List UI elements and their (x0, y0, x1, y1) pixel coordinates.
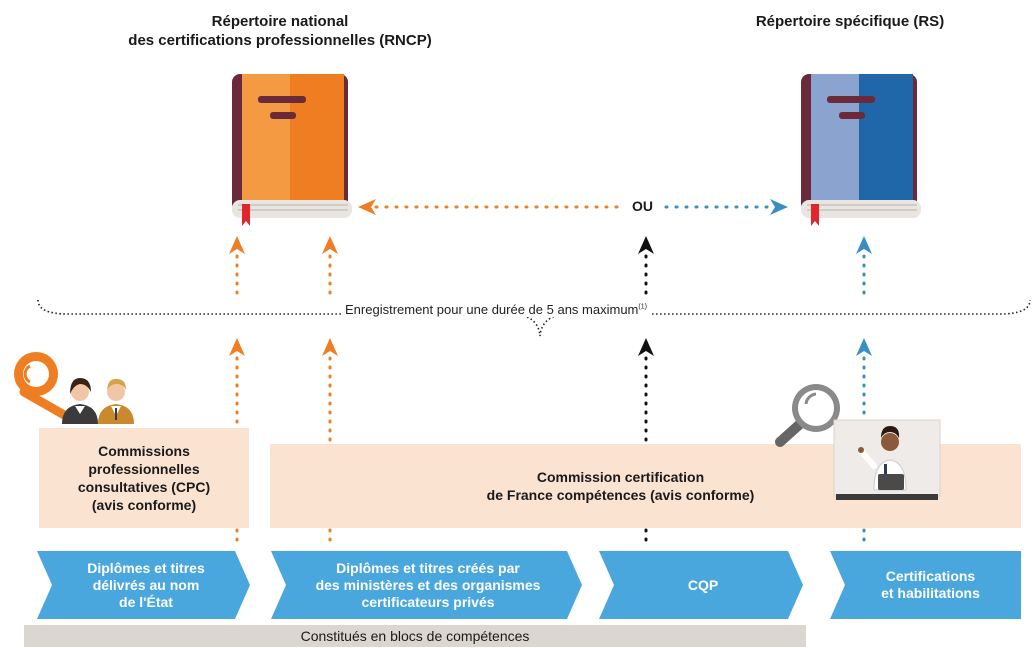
rncp-book-icon (232, 74, 352, 226)
arrow-right-icon (770, 199, 788, 215)
registration-label: Enregistrement pour une durée de 5 ans m… (341, 302, 651, 317)
upper-arrows (229, 236, 872, 300)
chevron-diplomes-etat (37, 551, 250, 619)
category-label-cqp: CQP (687, 576, 719, 593)
blocs-competences-bar: Constitués en blocs de compétences (24, 625, 806, 647)
arrow-left-icon (358, 199, 376, 215)
category-label-certifications: Certifications et habilitations (881, 568, 980, 601)
blocs-competences-label: Constitués en blocs de compétences (300, 628, 530, 644)
cpc-box: Commissions professionnelles consultativ… (39, 428, 249, 528)
chevron-cqp (599, 551, 803, 619)
people-icon (62, 378, 134, 424)
category-label-diplomes-ministeres: Diplômes et titres créés par des ministè… (315, 559, 541, 610)
chevron-diplomes-ministeres (271, 551, 582, 619)
magnifier-white-icon (775, 384, 840, 447)
magnifier-orange-icon (14, 352, 71, 421)
rncp-title: Répertoire national des certifications p… (128, 13, 432, 49)
category-label-diplomes-etat: Diplômes et titres délivrés au nom de l'… (87, 559, 205, 610)
brace (37, 299, 1031, 337)
france-competences-label: Commission certification de France compé… (486, 469, 755, 503)
chevron-certifications (830, 551, 1021, 619)
ou-label: OU (629, 198, 656, 214)
rs-book-icon (801, 74, 921, 226)
rs-title: Répertoire spécifique (RS) (755, 13, 945, 30)
registration-footnote: (1) (638, 303, 647, 311)
presenter-icon (833, 419, 941, 500)
registration-text: Enregistrement pour une durée de 5 ans m… (345, 302, 639, 317)
